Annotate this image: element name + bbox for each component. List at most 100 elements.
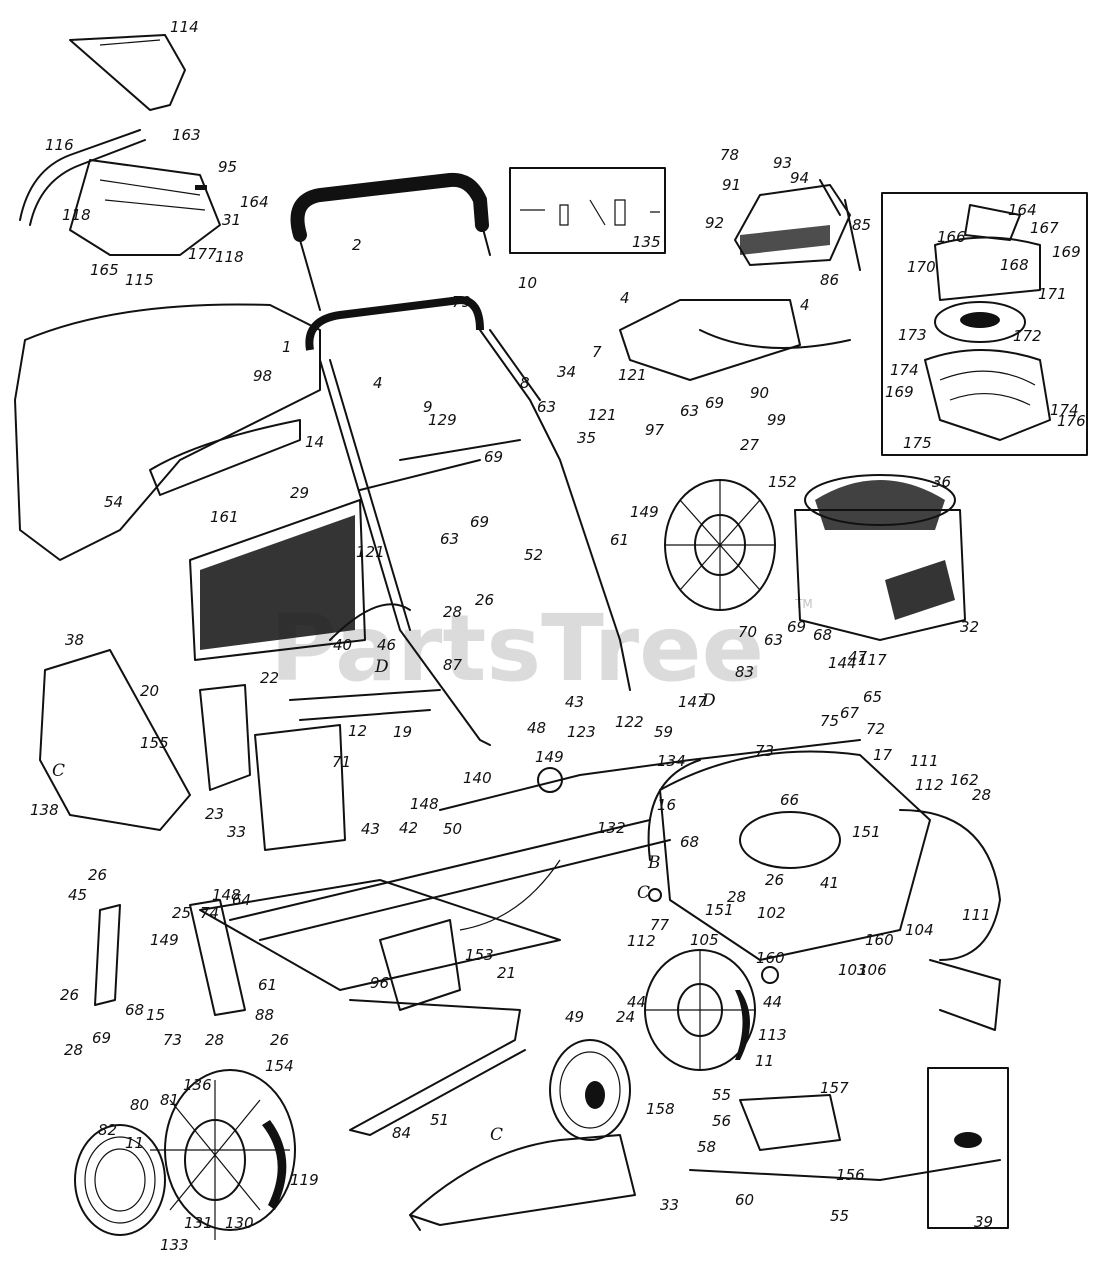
callout-label: 174	[890, 361, 919, 379]
callout-label: 68	[125, 1001, 144, 1019]
callout-label: 15	[146, 1006, 165, 1024]
callout-label: 119	[290, 1171, 319, 1189]
callout-label: 97	[645, 421, 665, 439]
callout-label: 33	[660, 1196, 679, 1214]
callout-label: 170	[907, 258, 936, 276]
callout-label: 84	[392, 1124, 411, 1142]
callout-label: 156	[836, 1166, 865, 1184]
callout-label: 65	[863, 688, 882, 706]
callout-label: 175	[903, 434, 932, 452]
callout-label: 9	[423, 398, 433, 416]
callout-label: 116	[45, 136, 74, 154]
callout-label: 96	[370, 974, 389, 992]
callout-label: 26	[270, 1031, 289, 1049]
callout-label: 26	[88, 866, 107, 884]
callout-label: 95	[218, 158, 237, 176]
callout-label: 8	[520, 374, 530, 392]
callout-label: 49	[565, 1008, 584, 1026]
callout-label: 169	[1052, 243, 1081, 261]
callout-label: 26	[765, 871, 784, 889]
callout-label: 167	[1030, 219, 1059, 237]
callout-label: 105	[690, 931, 719, 949]
callout-label: 121	[356, 543, 385, 561]
marker-letter: D	[374, 657, 389, 677]
marker-letter: C	[52, 761, 65, 781]
callout-label: 60	[735, 1191, 754, 1209]
callout-label: 165	[90, 261, 119, 279]
callout-label: 162	[950, 771, 979, 789]
marker-letter: B	[647, 853, 661, 873]
callout-label: 149	[630, 503, 659, 521]
callout-label: 174	[1050, 401, 1079, 419]
callout-label: 29	[290, 484, 309, 502]
callout-label: 92	[705, 214, 724, 232]
callout-label: 77	[650, 916, 670, 934]
callout-label: 102	[757, 904, 786, 922]
callout-label: 61	[610, 531, 629, 549]
callout-label: 151	[852, 823, 881, 841]
callout-label: 155	[140, 734, 169, 752]
callout-label: 66	[780, 791, 799, 809]
callout-label: 177	[188, 245, 217, 263]
callout-label: 42	[399, 819, 418, 837]
callout-label: 1	[282, 338, 292, 356]
callout-label: 104	[905, 921, 934, 939]
callout-label: 28	[727, 888, 746, 906]
callout-label: 79	[452, 293, 471, 311]
callout-label: 130	[225, 1214, 254, 1232]
callout-label: 44	[763, 993, 782, 1011]
callout-label: 73	[755, 742, 774, 760]
callout-label: 28	[972, 786, 991, 804]
callout-label: 169	[885, 383, 914, 401]
callout-label: 112	[627, 932, 656, 950]
callout-label: 27	[740, 436, 760, 454]
callout-label: 121	[618, 366, 647, 384]
callout-label: 16	[657, 796, 676, 814]
callout-label: 24	[616, 1008, 635, 1026]
callout-label: 112	[915, 776, 944, 794]
marker-letter: D	[701, 691, 716, 711]
callout-label: 54	[104, 493, 123, 511]
marker-letter: C	[637, 883, 650, 903]
callout-label: 35	[577, 429, 596, 447]
callout-label: 149	[535, 748, 564, 766]
callout-label: 140	[463, 769, 492, 787]
callout-label: 106	[858, 961, 887, 979]
callout-label: 55	[712, 1086, 731, 1104]
callout-label: 48	[527, 719, 546, 737]
callout-label: 93	[773, 154, 792, 172]
callout-label: 43	[361, 820, 380, 838]
callout-label: 99	[767, 411, 786, 429]
callout-label: 122	[615, 713, 644, 731]
callout-label: 20	[140, 682, 159, 700]
callout-label: 111	[910, 752, 939, 770]
callout-label: 43	[565, 693, 584, 711]
callout-label: 4	[373, 374, 383, 392]
callout-label: 115	[125, 271, 154, 289]
callout-label: 129	[428, 411, 457, 429]
callout-label: 12	[348, 722, 367, 740]
callout-label: 69	[787, 618, 806, 636]
callout-label: 132	[597, 819, 626, 837]
callout-label: 11	[125, 1134, 144, 1152]
callout-label: 63	[764, 631, 783, 649]
callout-label: 69	[484, 448, 503, 466]
callout-label: 69	[470, 513, 489, 531]
callout-label: 17	[873, 746, 893, 764]
callout-label: 86	[820, 271, 839, 289]
callout-label: 39	[974, 1213, 993, 1231]
callout-label: 118	[215, 248, 244, 266]
callout-label: 161	[210, 508, 239, 526]
callout-label: 64	[232, 891, 251, 909]
callout-label: 168	[1000, 256, 1029, 274]
letter-markers: C D D B C C	[52, 657, 716, 1145]
callout-label: 28	[205, 1031, 224, 1049]
callout-label: 28	[443, 603, 462, 621]
callout-label: 45	[68, 886, 87, 904]
callout-label: 69	[92, 1029, 111, 1047]
callout-label: 160	[865, 931, 894, 949]
callout-label: 25	[172, 904, 191, 922]
callout-label: 152	[768, 473, 797, 491]
callout-label: 26	[475, 591, 494, 609]
